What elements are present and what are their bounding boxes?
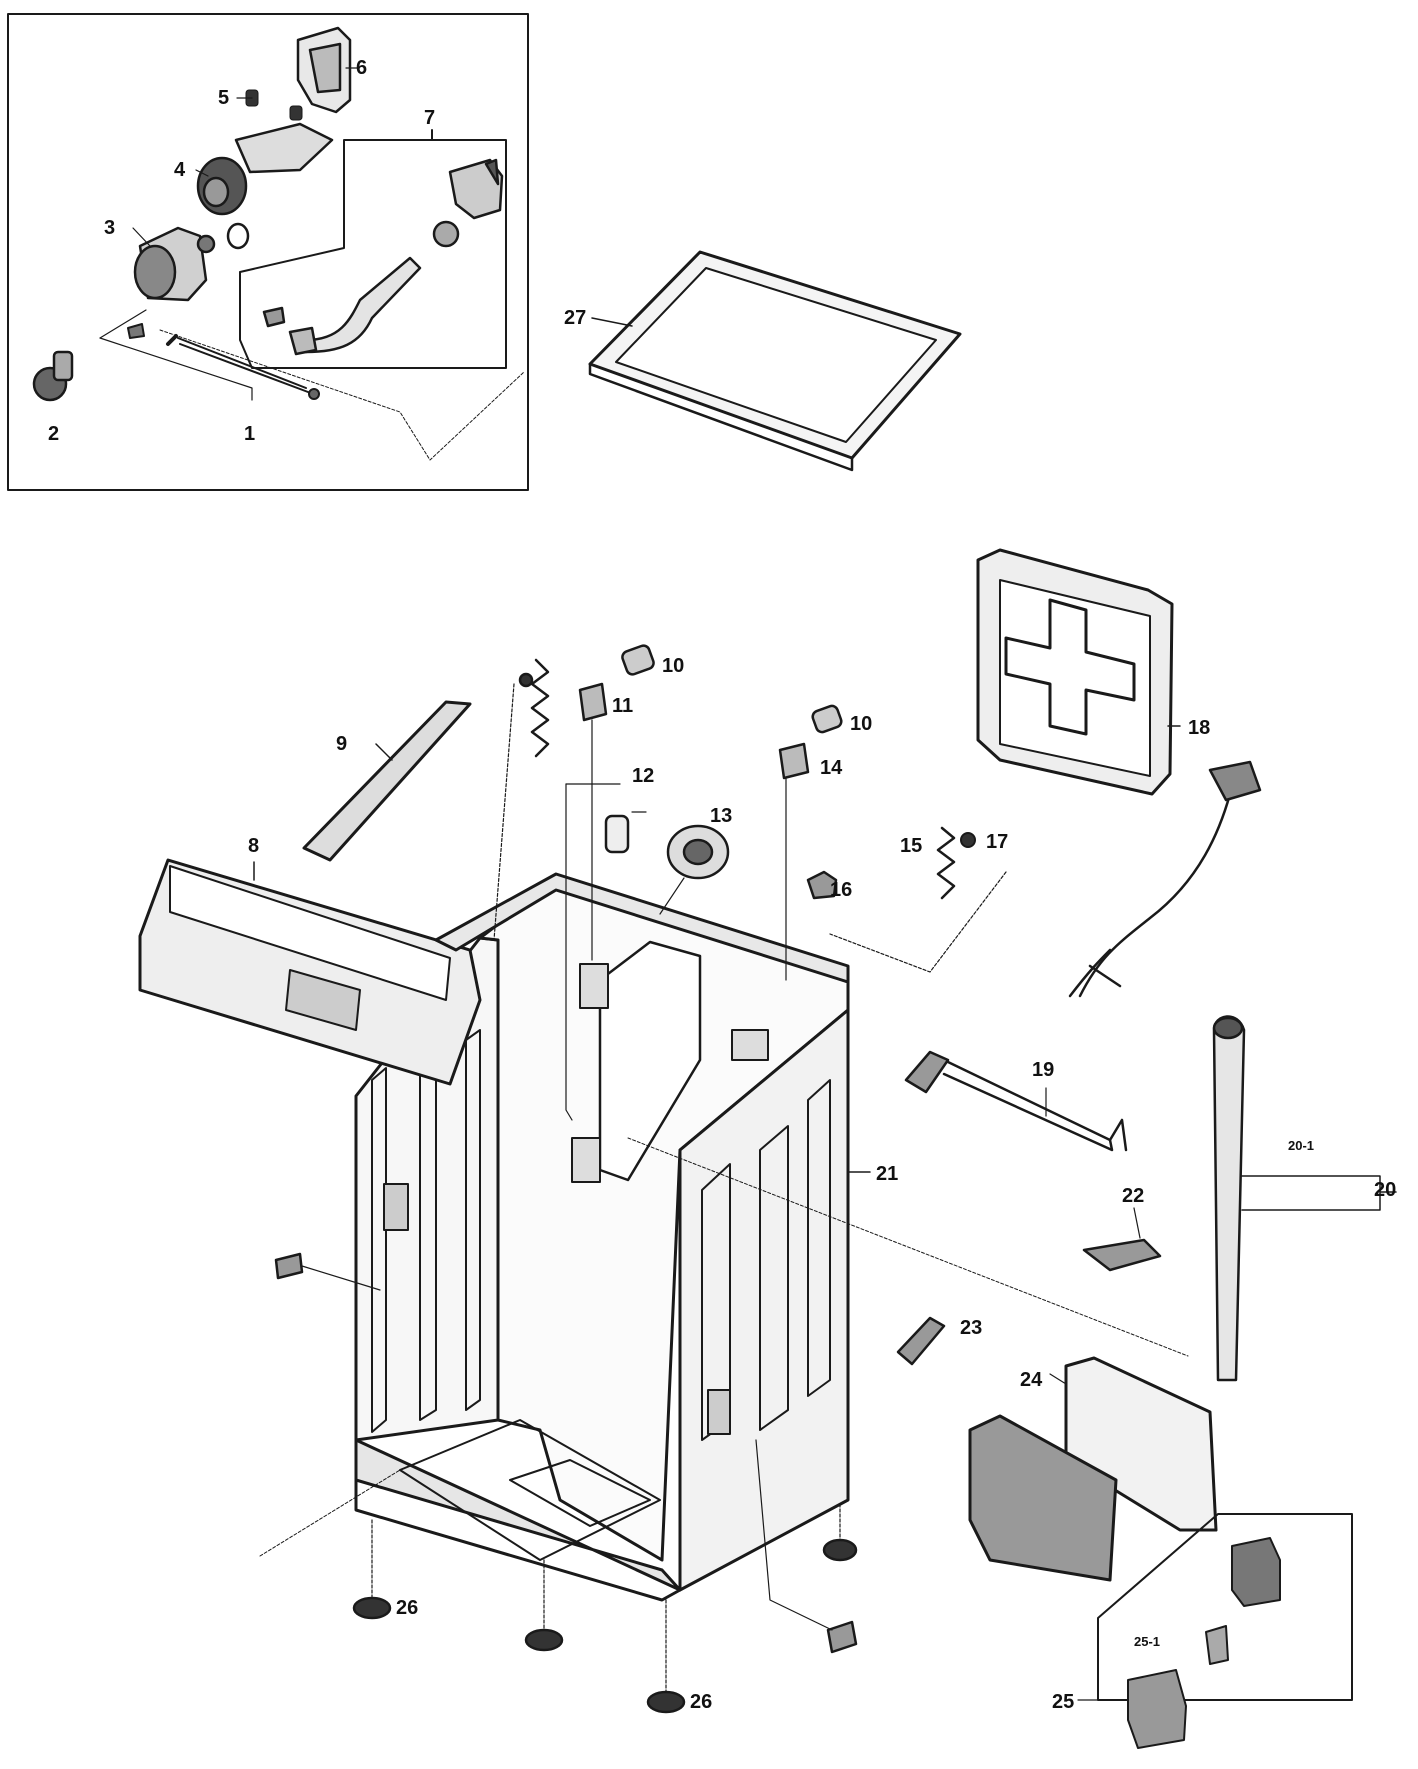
part-17-grommet (960, 832, 976, 848)
callout-26a: 26 (396, 1597, 418, 1619)
part-15-spring (936, 826, 956, 900)
part-19-inlet-hose (904, 1050, 1128, 1152)
side-bracket (274, 1252, 858, 1654)
pump-assembly-inset (7, 13, 529, 491)
part-9-top-bar (302, 700, 472, 862)
callout-13: 13 (710, 805, 732, 827)
callout-16: 16 (830, 879, 852, 901)
callout-11: 11 (612, 695, 633, 717)
callout-27: 27 (564, 307, 586, 329)
callout-4: 4 (174, 159, 186, 181)
part-23-valve (896, 1316, 946, 1366)
part-24-pcb-cover (968, 1356, 1218, 1582)
callout-3: 3 (104, 217, 115, 239)
part-20-drain-hose (1212, 1015, 1246, 1382)
part-3-pump-housing (133, 222, 250, 302)
callout-12: 12 (632, 765, 654, 787)
callout-20-1: 20-1 (1288, 1138, 1314, 1153)
part-8-control-panel (138, 858, 482, 1086)
part-11-bracket (578, 682, 608, 722)
part-22-sensor (1082, 1238, 1162, 1272)
callout-9: 9 (336, 733, 347, 755)
callout-5: 5 (218, 87, 229, 109)
part-13-ring (666, 824, 730, 880)
callout-26b: 26 (690, 1691, 712, 1713)
callout-17: 17 (986, 831, 1008, 853)
callout-22: 22 (1122, 1185, 1144, 1207)
callout-7: 7 (424, 107, 435, 129)
part-25-inset (1097, 1513, 1353, 1749)
part-2-filter-cap (32, 350, 74, 402)
part-4-pump-motor (196, 122, 334, 216)
callout-2: 2 (48, 423, 59, 445)
power-cord (1068, 760, 1262, 998)
callout-18: 18 (1188, 717, 1210, 739)
callout-1: 1 (244, 423, 255, 445)
callout-19: 19 (1032, 1059, 1054, 1081)
callout-23: 23 (960, 1317, 982, 1339)
part-14-bracket (778, 742, 810, 780)
part-18-lid (976, 548, 1181, 796)
part-1-rod (177, 337, 320, 400)
callout-10a: 10 (662, 655, 684, 677)
callout-25-1: 25-1 (1134, 1634, 1160, 1649)
callout-10b: 10 (850, 713, 872, 735)
callout-25: 25 (1052, 1691, 1074, 1713)
part-6-bracket (296, 26, 352, 114)
part-16-clip (806, 870, 838, 900)
part-21-cabinet (354, 878, 871, 1602)
part-5-screw (245, 89, 303, 121)
callout-15: 15 (900, 835, 922, 857)
callout-14: 14 (820, 757, 843, 779)
callout-8: 8 (248, 835, 259, 857)
top-frame (434, 872, 850, 984)
part-27-top-cover (588, 250, 962, 472)
callout-21: 21 (876, 1163, 898, 1185)
callout-6: 6 (356, 57, 367, 79)
suspension-spring-left (518, 658, 550, 758)
part-7-hose (262, 158, 504, 356)
part-26-foot (352, 1503, 858, 1714)
callout-24: 24 (1020, 1369, 1043, 1391)
part-12-capacitor (604, 814, 630, 854)
callout-20: 20 (1374, 1179, 1396, 1201)
part-10-damper-cap (621, 644, 843, 734)
